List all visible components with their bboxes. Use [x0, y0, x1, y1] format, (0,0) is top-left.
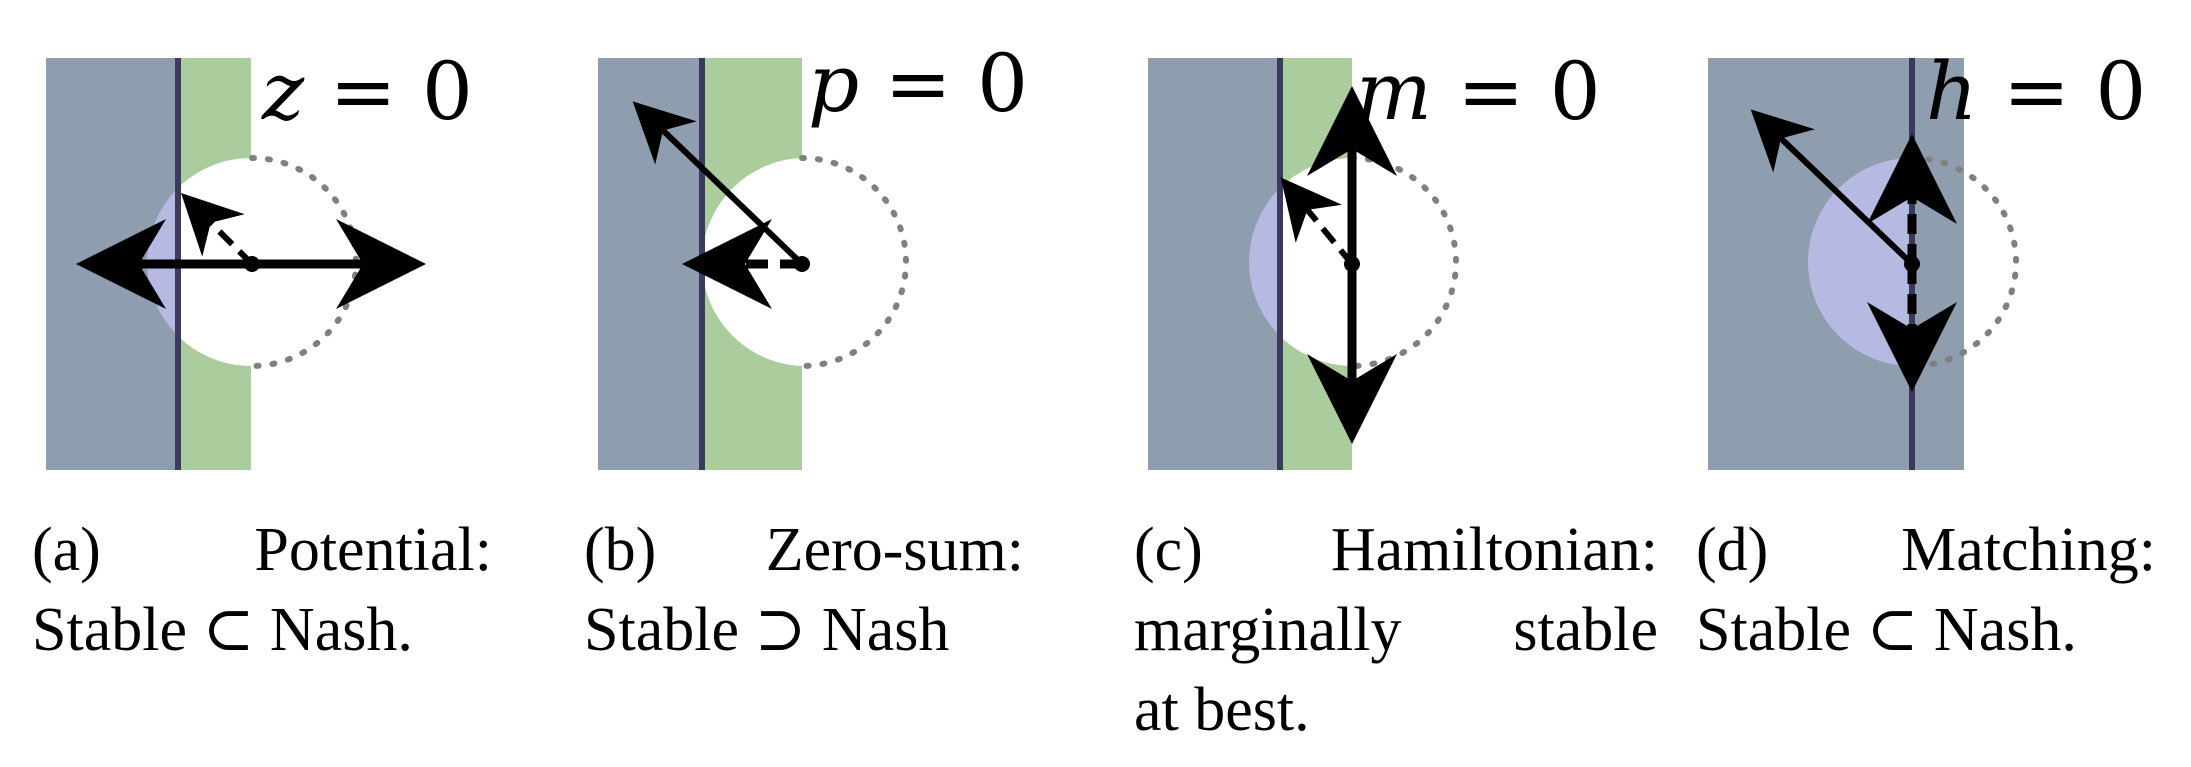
arrow-dashed-diag [1280, 177, 1355, 266]
caption-line: Stable ⊃ Nash [584, 596, 950, 664]
purple-clip-left [1249, 188, 1280, 336]
caption-line: (a) Potential: [32, 516, 492, 584]
equation-a: z = 0 [262, 45, 473, 138]
caption-line: (d) Matching: [1696, 516, 2156, 584]
equation-c: m = 0 [1356, 45, 1601, 138]
center-point [794, 256, 810, 272]
caption-line: Stable ⊂ Nash. [32, 596, 413, 664]
equation-d: h = 0 [1926, 45, 2147, 138]
center-point [1344, 256, 1360, 272]
caption-b: (b) Zero-sum: Stable ⊃ Nash [584, 510, 1024, 670]
caption-line: (b) Zero-sum: [584, 516, 1024, 584]
caption-a: (a) Potential: Stable ⊂ Nash. [32, 510, 492, 670]
arrow-diag-long [1750, 109, 1915, 267]
arrow-diag-long [632, 101, 805, 267]
caption-d: (d) Matching: Stable ⊂ Nash. [1696, 510, 2156, 670]
dotted-circle [1909, 155, 2019, 369]
caption-line: at best. [1134, 676, 1310, 744]
panel-a-diagram [46, 58, 426, 470]
caption-line: Stable ⊂ Nash. [1696, 596, 2077, 664]
dotted-circle [799, 155, 909, 369]
center-point [244, 256, 260, 272]
equation-b: p = 0 [808, 37, 1029, 130]
caption-line: marginally stable [1134, 596, 1658, 664]
arrow-dashed-diag [181, 193, 255, 267]
panel-d-diagram [1708, 58, 2019, 470]
center-point [1904, 256, 1920, 272]
caption-c: (c) Hamiltonian: marginally stable at be… [1134, 510, 1658, 750]
white-half-disk [1280, 158, 1352, 366]
dotted-circle [1349, 155, 1459, 369]
caption-line: (c) Hamiltonian: [1134, 516, 1658, 584]
panel-c-diagram [1148, 58, 1459, 470]
panel-b-diagram [598, 58, 909, 470]
